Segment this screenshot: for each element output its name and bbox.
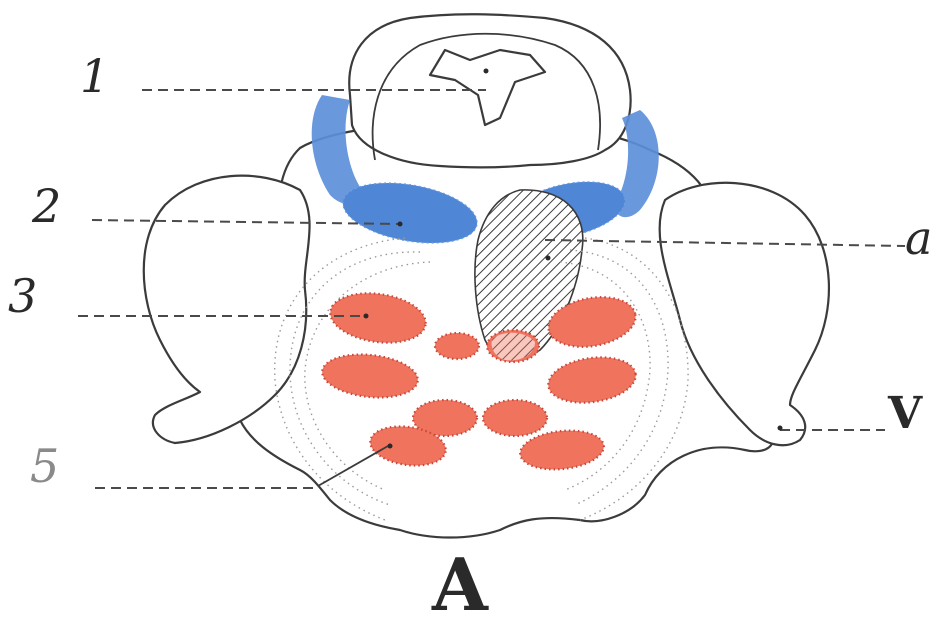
label-3: 3 (8, 269, 37, 323)
dot-3 (364, 314, 369, 319)
label-V: V (887, 388, 923, 439)
dot-a (546, 256, 551, 261)
label-1: 1 (80, 49, 109, 103)
dot-2 (398, 222, 403, 227)
figure-caption: A (431, 542, 489, 617)
label-2: 2 (31, 179, 61, 233)
red-nucleus-small-center (435, 333, 479, 359)
dot-V (778, 426, 783, 431)
red-nucleus-center-right-lower (483, 400, 547, 436)
dot-5 (388, 444, 393, 449)
label-a: a (905, 211, 932, 265)
label-5: 5 (30, 439, 59, 493)
dot-1 (484, 69, 489, 74)
